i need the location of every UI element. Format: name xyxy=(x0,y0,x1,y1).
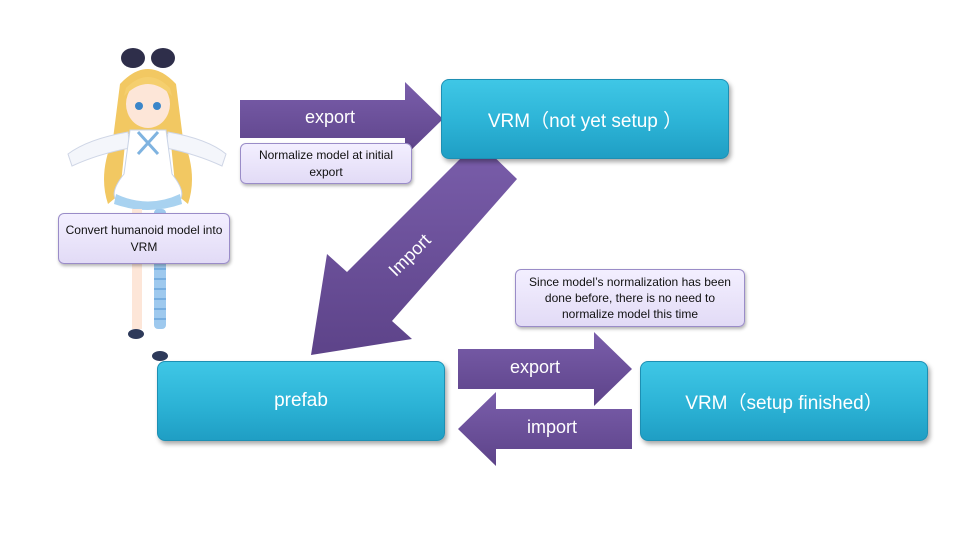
import-label-bottom: import xyxy=(526,417,577,437)
vrm-not-setup-box: VRM（not yet setup ） xyxy=(441,79,729,159)
prefab-box: prefab xyxy=(157,361,445,441)
note-convert-humanoid: Convert humanoid model into VRM xyxy=(58,213,230,264)
note-no-need-normalize: Since model’s normalization has been don… xyxy=(515,269,745,327)
export-arrow-top xyxy=(240,82,443,156)
export-arrow-bottom xyxy=(458,332,632,406)
export-label-bottom: export xyxy=(509,357,561,377)
vrm-setup-finished-box: VRM（setup finished） xyxy=(640,361,928,441)
export-label-top: export xyxy=(304,107,356,127)
import-arrow-diagonal xyxy=(311,141,517,355)
note-normalize-initial: Normalize model at initial export xyxy=(240,143,412,184)
import-arrow-bottom xyxy=(458,392,632,466)
